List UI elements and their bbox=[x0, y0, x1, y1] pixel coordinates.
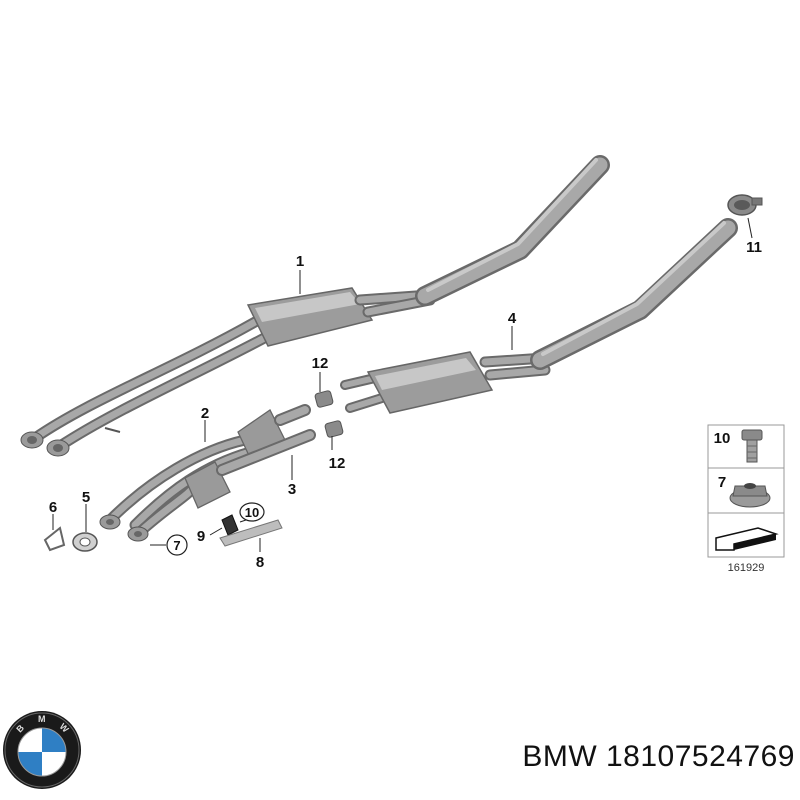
callout-1: 1 bbox=[296, 253, 304, 270]
callout-12-top: 12 bbox=[312, 355, 329, 372]
legend-item-10-label: 10 bbox=[714, 430, 731, 447]
part-1-exhaust-pipe-front bbox=[20, 155, 610, 457]
part-4-rear-silencer bbox=[340, 218, 738, 414]
part-11-clamp bbox=[727, 194, 763, 216]
diagram-arrow-icon bbox=[715, 527, 779, 551]
part-6-bracket bbox=[43, 526, 66, 552]
callout-10: 10 bbox=[245, 505, 259, 520]
part-8-bracket bbox=[219, 519, 283, 547]
callout-2: 2 bbox=[201, 405, 209, 422]
nut-icon bbox=[729, 483, 771, 508]
callout-3: 3 bbox=[288, 481, 296, 498]
callout-7: 7 bbox=[173, 538, 180, 553]
callout-11: 11 bbox=[746, 239, 762, 256]
callout-5: 5 bbox=[82, 489, 90, 506]
callout-6: 6 bbox=[49, 499, 57, 516]
callout-12-bottom: 12 bbox=[329, 455, 346, 472]
part-3-catalytic-converter bbox=[127, 429, 316, 542]
part-12-clamp-upper bbox=[314, 390, 334, 408]
svg-text:M: M bbox=[38, 714, 46, 724]
part-5-gasket bbox=[72, 532, 98, 552]
part-9-rubber-mount bbox=[221, 514, 239, 536]
callout-8: 8 bbox=[256, 554, 264, 571]
bmw-logo: B M W bbox=[3, 711, 81, 789]
callout-7-circled: 7 bbox=[166, 534, 188, 556]
callout-9: 9 bbox=[197, 528, 205, 545]
reference-number: 161929 bbox=[728, 562, 765, 574]
legend-box: 10 7 bbox=[707, 424, 785, 558]
part-caption: BMW 18107524769 bbox=[522, 740, 795, 773]
callout-10-circled: 10 bbox=[239, 502, 265, 522]
bolt-icon bbox=[741, 429, 763, 463]
legend-item-7-label: 7 bbox=[718, 474, 726, 491]
callout-4: 4 bbox=[508, 310, 517, 327]
part-12-clamp-lower bbox=[324, 420, 344, 438]
